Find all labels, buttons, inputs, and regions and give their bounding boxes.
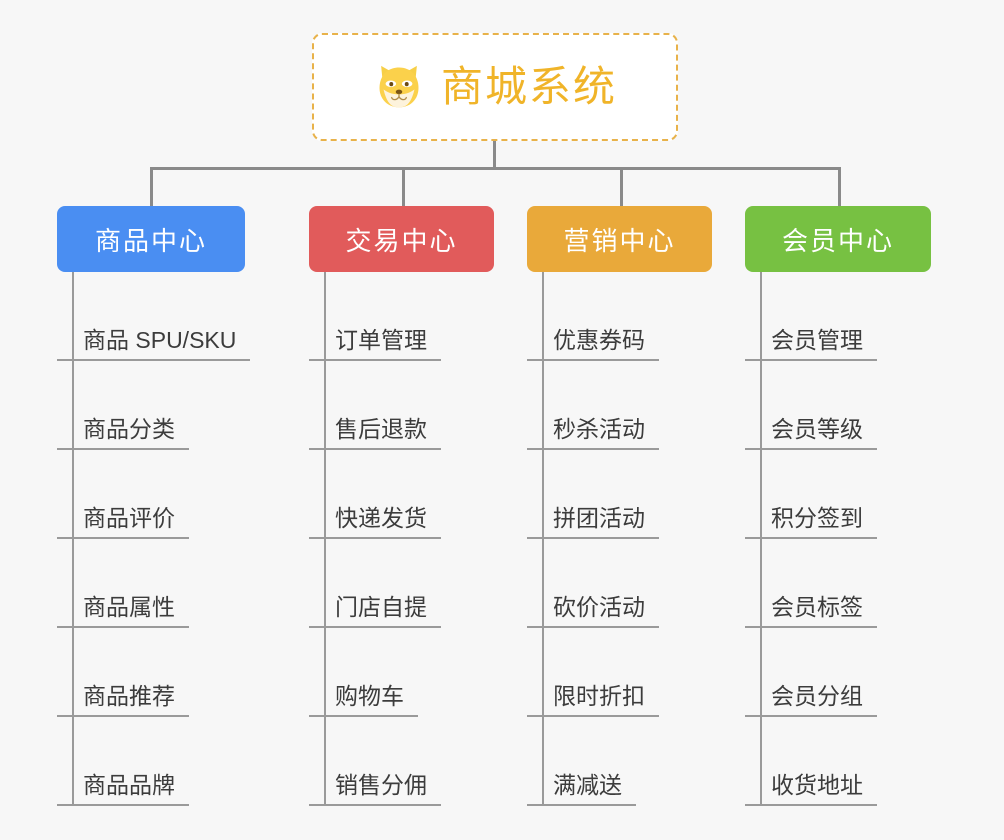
leaf-label: 售后退款 (309, 416, 441, 450)
leaf-item[interactable]: 秒杀活动 (527, 361, 712, 450)
column-marketing-center: 营销中心优惠券码秒杀活动拼团活动砍价活动限时折扣满减送 (527, 206, 712, 806)
leaf-label: 满减送 (527, 772, 636, 806)
leaf-label: 订单管理 (309, 327, 441, 361)
leaf-item[interactable]: 门店自提 (309, 539, 494, 628)
root-title: 商城系统 (440, 63, 617, 110)
leaf-item[interactable]: 满减送 (527, 717, 712, 806)
drop-line-product-center (150, 167, 153, 206)
column-trade-center: 交易中心订单管理售后退款快递发货门店自提购物车销售分佣 (309, 206, 494, 806)
leaf-item[interactable]: 砍价活动 (527, 539, 712, 628)
leaf-list-product-center: 商品 SPU/SKU 商品分类商品评价商品属性商品推荐商品品牌 (57, 272, 251, 806)
leaf-label: 积分签到 (745, 505, 877, 539)
leaf-label: 会员管理 (745, 327, 877, 361)
leaf-label: 砍价活动 (527, 594, 659, 628)
leaf-item[interactable]: 收货地址 (745, 717, 931, 806)
leaf-label: 商品分类 (57, 416, 189, 450)
column-member-center: 会员中心会员管理会员等级积分签到会员标签会员分组收货地址 (745, 206, 931, 806)
leaf-label: 会员分组 (745, 683, 877, 717)
leaf-label: 会员等级 (745, 416, 877, 450)
horizontal-bus-line (150, 167, 840, 170)
spine-line-member-center (760, 272, 762, 806)
leaf-label: 秒杀活动 (527, 416, 659, 450)
category-label: 会员中心 (781, 225, 894, 256)
leaf-label: 门店自提 (309, 594, 441, 628)
leaf-item[interactable]: 会员等级 (745, 361, 931, 450)
leaf-label: 快递发货 (309, 505, 441, 539)
leaf-label: 销售分佣 (309, 772, 441, 806)
leaf-item[interactable]: 订单管理 (309, 272, 494, 361)
drop-line-marketing-center (620, 167, 623, 206)
leaf-item[interactable]: 售后退款 (309, 361, 494, 450)
leaf-label: 收货地址 (745, 772, 877, 806)
leaf-item[interactable]: 商品评价 (57, 450, 245, 539)
leaf-item[interactable]: 会员标签 (745, 539, 931, 628)
leaf-item[interactable]: 限时折扣 (527, 628, 712, 717)
leaf-item[interactable]: 商品 SPU/SKU (57, 272, 251, 361)
leaf-label: 商品评价 (57, 505, 189, 539)
root-stem-line (493, 141, 496, 169)
leaf-label: 商品 SPU/SKU (57, 327, 251, 361)
leaf-item[interactable]: 商品推荐 (57, 628, 245, 717)
leaf-item[interactable]: 优惠券码 (527, 272, 712, 361)
leaf-item[interactable]: 会员管理 (745, 272, 931, 361)
spine-line-trade-center (324, 272, 326, 806)
leaf-item[interactable]: 销售分佣 (309, 717, 494, 806)
leaf-list-marketing-center: 优惠券码秒杀活动拼团活动砍价活动限时折扣满减送 (527, 272, 712, 806)
leaf-label: 会员标签 (745, 594, 877, 628)
category-box-marketing-center[interactable]: 营销中心 (527, 206, 712, 272)
leaf-item[interactable]: 商品品牌 (57, 717, 245, 806)
leaf-item[interactable]: 快递发货 (309, 450, 494, 539)
column-product-center: 商品中心商品 SPU/SKU 商品分类商品评价商品属性商品推荐商品品牌 (57, 206, 251, 806)
drop-line-trade-center (402, 167, 405, 206)
leaf-label: 限时折扣 (527, 683, 659, 717)
category-box-product-center[interactable]: 商品中心 (57, 206, 245, 272)
category-label: 商品中心 (94, 225, 207, 256)
leaf-label: 购物车 (309, 683, 418, 717)
leaf-item[interactable]: 商品属性 (57, 539, 245, 628)
leaf-label: 商品推荐 (57, 683, 189, 717)
leaf-item[interactable]: 商品分类 (57, 361, 245, 450)
leaf-label: 商品属性 (57, 594, 189, 628)
category-box-trade-center[interactable]: 交易中心 (309, 206, 494, 272)
category-label: 营销中心 (563, 225, 676, 256)
leaf-item[interactable]: 积分签到 (745, 450, 931, 539)
shiba-dog-face-icon (379, 65, 419, 108)
leaf-label: 优惠券码 (527, 327, 659, 361)
leaf-item[interactable]: 购物车 (309, 628, 494, 717)
spine-line-marketing-center (542, 272, 544, 806)
leaf-item[interactable]: 会员分组 (745, 628, 931, 717)
drop-line-member-center (838, 167, 841, 206)
category-label: 交易中心 (345, 225, 458, 256)
leaf-label: 拼团活动 (527, 505, 659, 539)
leaf-item[interactable]: 拼团活动 (527, 450, 712, 539)
leaf-list-trade-center: 订单管理售后退款快递发货门店自提购物车销售分佣 (309, 272, 494, 806)
category-box-member-center[interactable]: 会员中心 (745, 206, 931, 272)
root-node[interactable]: 商城系统 (312, 33, 678, 141)
leaf-label: 商品品牌 (57, 772, 189, 806)
leaf-list-member-center: 会员管理会员等级积分签到会员标签会员分组收货地址 (745, 272, 931, 806)
spine-line-product-center (72, 272, 74, 806)
